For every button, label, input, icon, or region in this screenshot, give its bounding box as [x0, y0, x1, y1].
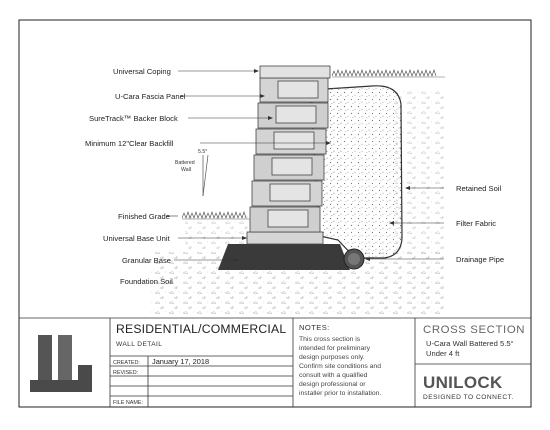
label-base-unit: Universal Base Unit — [103, 234, 171, 243]
wall-courses — [249, 77, 329, 233]
retained-soil-texture — [395, 90, 445, 255]
title-block — [19, 317, 531, 407]
brand-wordmark: UNILOCK — [423, 373, 503, 392]
revised-label: REVISED: — [113, 370, 138, 376]
notes-heading: NOTES: — [299, 323, 330, 332]
label-drainage-pipe: Drainage Pipe — [456, 255, 504, 264]
created-value: January 17, 2018 — [152, 357, 209, 366]
created-label: CREATED: — [113, 360, 140, 366]
label-universal-coping: Universal Coping — [113, 67, 171, 76]
label-backer-block: SureTrack™ Backer Block — [89, 114, 178, 123]
unilock-logo-mark — [30, 335, 92, 392]
batter-degree: 5.5° — [198, 149, 207, 155]
label-granular-base: Granular Base — [122, 256, 171, 265]
notes-line: consult with a qualified — [299, 372, 368, 379]
file-name-label: FILE NAME: — [113, 400, 143, 406]
batter-word-battered: Battered — [175, 160, 195, 166]
label-clear-backfill: Minimum 12"Clear Backfill — [85, 139, 174, 148]
right-leader-lines — [366, 187, 444, 260]
grass — [181, 69, 437, 219]
title-block-subtitle: WALL DETAIL — [116, 341, 162, 348]
notes-line: installer prior to installation. — [299, 390, 381, 397]
right-arrowheads — [365, 186, 410, 261]
universal-coping — [259, 65, 331, 79]
title-block-title: RESIDENTIAL/COMMERCIAL — [116, 322, 286, 336]
leader-arrowheads — [234, 69, 331, 262]
label-retained-soil: Retained Soil — [456, 184, 501, 193]
universal-base-unit — [246, 231, 324, 245]
granular-base — [218, 244, 350, 270]
label-fascia-panel: U-Cara Fascia Panel — [115, 92, 186, 101]
drainage-pipe-inner — [348, 253, 360, 265]
batter-word-wall: Wall — [181, 167, 191, 173]
brand-tagline: DESIGNED TO CONNECT. — [423, 394, 514, 401]
label-finished-grade: Finished Grade — [118, 212, 170, 221]
notes-line: design professional or — [299, 381, 366, 388]
cross-section-heading: CROSS SECTION — [423, 324, 525, 336]
notes-line: intended for preliminary — [299, 345, 371, 352]
drawing-border — [18, 19, 532, 408]
label-foundation-soil: Foundation Soil — [120, 277, 173, 286]
notes-line: Confirm site conditions and — [299, 363, 381, 370]
cross-section-line-2: Under 4 ft — [426, 349, 460, 358]
notes-body: This cross section is intended for preli… — [299, 336, 381, 397]
clear-backfill — [318, 86, 348, 238]
notes-line: design purposes only. — [299, 354, 365, 361]
left-leader-lines — [166, 70, 330, 261]
cross-section-line-1: U-Cara Wall Battered 5.5° — [426, 339, 514, 348]
batter-angle-line — [202, 154, 209, 197]
label-filter-fabric: Filter Fabric — [456, 219, 496, 228]
notes-line: This cross section is — [299, 336, 361, 343]
